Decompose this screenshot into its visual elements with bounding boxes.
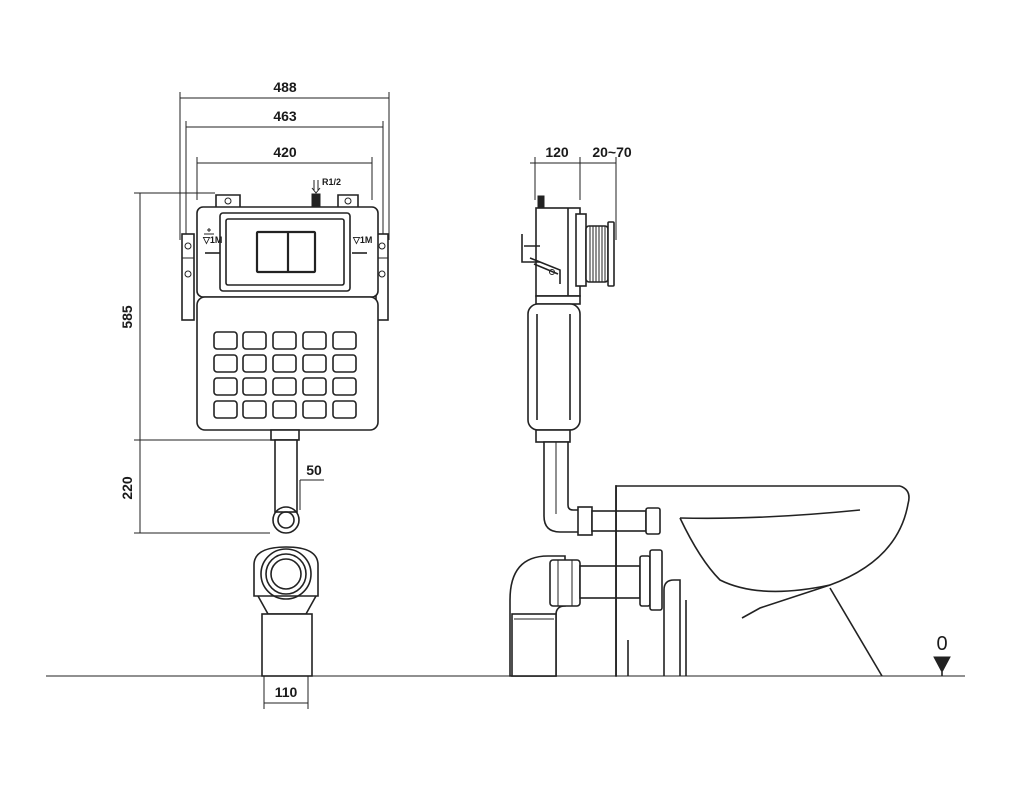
tank-grid [213, 331, 357, 419]
dim-height-outlet: 220 [119, 476, 135, 500]
label-level-right: ▽1M [352, 235, 372, 245]
front-view-waste-elbow [253, 546, 319, 677]
dim-waste-diameter: 110 [275, 684, 298, 700]
side-view-cistern [521, 195, 661, 536]
dim-width-inner: 420 [273, 144, 297, 160]
dim-pipe-diameter: 50 [306, 462, 322, 478]
dim-depth: 120 [545, 144, 569, 160]
side-view-waste-pipe [509, 549, 663, 677]
front-view-cistern: R1/2 ▽1M ▽1M [181, 177, 389, 534]
floor-level-marker [933, 656, 951, 676]
side-view-dimensions [530, 157, 617, 240]
label-level-left: ▽1M [202, 235, 222, 245]
dim-width-mid: 463 [273, 108, 297, 124]
label-floor-level: 0 [936, 633, 947, 655]
toilet-bowl [615, 485, 910, 677]
dim-adjust-range: 20~70 [592, 144, 632, 160]
label-inlet: R1/2 [322, 177, 341, 187]
dim-width-outer: 488 [273, 79, 297, 95]
front-view-dimensions [134, 92, 390, 709]
dim-height-frame: 585 [119, 305, 135, 329]
